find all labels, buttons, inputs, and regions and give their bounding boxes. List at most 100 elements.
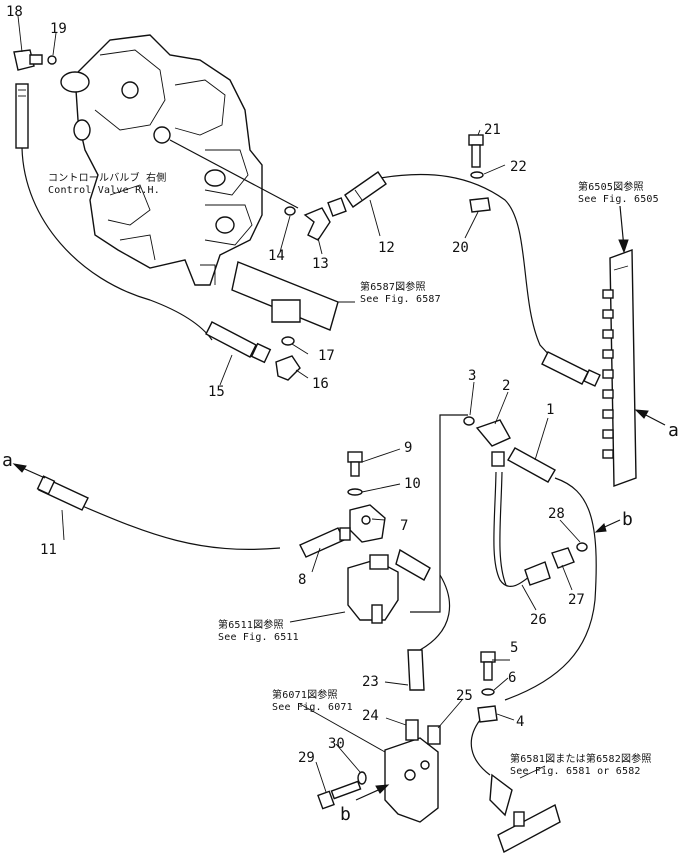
hose-12: [344, 171, 387, 208]
hose-line-23: [419, 574, 451, 651]
elbow-2: [475, 419, 511, 447]
part-number-27: 27: [568, 592, 585, 608]
washer-22: [470, 171, 484, 179]
fig-6505-block: [602, 249, 637, 487]
pipe-14: [169, 139, 299, 209]
part-number-2: 2: [502, 378, 510, 394]
tube-line-3: [410, 414, 468, 613]
arrow-b-right: [594, 519, 621, 533]
part-number-15: 15: [208, 384, 225, 400]
clamp-20: [469, 197, 491, 213]
fig6587-label-jp: 第6587図参照: [360, 280, 426, 293]
hose-fitting-6505: [541, 351, 601, 387]
oring-19: [47, 55, 57, 65]
fitting-24: [405, 719, 419, 741]
washer-6: [481, 688, 495, 696]
control-valve-label-en: Control Valve R.H.: [48, 185, 160, 196]
bolt-29: [317, 780, 362, 810]
fig6581-label-en: See Fig. 6581 or 6582: [510, 766, 641, 777]
part-number-5: 5: [510, 640, 518, 656]
fig-6587-plate: [231, 261, 355, 331]
oring-17: [281, 336, 295, 346]
fig6511-label-en: See Fig. 6511: [218, 632, 299, 643]
fig6071-label-en: See Fig. 6071: [272, 702, 353, 713]
fig6587-label-en: See Fig. 6587: [360, 294, 441, 305]
tube-line-4: [470, 719, 491, 776]
bolt-21: [468, 134, 484, 168]
part-number-10: 10: [404, 476, 421, 492]
hose-fitting-18-tube: [15, 83, 29, 149]
fig6505-label-en: See Fig. 6505: [578, 194, 659, 205]
part-number-7: 7: [400, 518, 408, 534]
control-valve-rh: [60, 34, 263, 286]
part-number-28: 28: [548, 506, 565, 522]
part-number-24: 24: [362, 708, 379, 724]
part-number-12: 12: [378, 240, 395, 256]
letter-a-right: a: [668, 420, 679, 441]
hose-end-26: [524, 561, 551, 586]
letter-b-bottom: b: [340, 804, 351, 825]
part-number-16: 16: [312, 376, 329, 392]
tube-line-b: [504, 477, 597, 701]
oring-14: [284, 206, 296, 216]
hose-line-26: [493, 471, 536, 587]
arrow-b-bottom: [355, 784, 390, 801]
arrow-a-right: [634, 409, 666, 426]
fig-6581-pipe: [489, 773, 561, 854]
clamp-4: [477, 705, 498, 723]
part-number-4: 4: [516, 714, 524, 730]
part-number-23: 23: [362, 674, 379, 690]
part-number-13: 13: [312, 256, 329, 272]
fig-6511-valve: [347, 548, 431, 624]
part-number-22: 22: [510, 159, 527, 175]
fitting-25: [427, 725, 441, 745]
arrow-a-left: [12, 463, 46, 479]
washer-10: [347, 488, 363, 496]
hose-line-26b: [499, 471, 507, 586]
part-number-30: 30: [328, 736, 345, 752]
hose-8: [299, 527, 351, 558]
part-number-14: 14: [268, 248, 285, 264]
part-number-25: 25: [456, 688, 473, 704]
part-number-19: 19: [50, 21, 67, 37]
part-number-18: 18: [6, 4, 23, 20]
elbow-18: [13, 49, 43, 71]
hose-1: [491, 447, 556, 483]
arrow-6505: [618, 205, 629, 254]
fig6511-label-jp: 第6511図参照: [218, 618, 284, 631]
part-number-8: 8: [298, 572, 306, 588]
part-number-9: 9: [404, 440, 412, 456]
part-number-6: 6: [508, 670, 516, 686]
fig6581-label-jp: 第6581図または第6582図参照: [510, 752, 652, 765]
part-number-17: 17: [318, 348, 335, 364]
oring-3: [463, 416, 475, 426]
bolt-9: [347, 451, 363, 477]
part-number-21: 21: [484, 122, 501, 138]
letter-b-right: b: [622, 509, 633, 530]
part-number-11: 11: [40, 542, 57, 558]
control-valve-label-jp: コントロールバルブ 右側: [48, 171, 166, 184]
part-number-20: 20: [452, 240, 469, 256]
hose-15: [205, 321, 272, 364]
part-number-3: 3: [468, 368, 476, 384]
part-number-26: 26: [530, 612, 547, 628]
fig-6505-ports: [602, 289, 614, 459]
hose-line-15: [21, 147, 213, 341]
washer-30: [357, 771, 367, 785]
fig6505-label-jp: 第6505図参照: [578, 180, 644, 193]
fig6071-label-jp: 第6071図参照: [272, 688, 338, 701]
block-7: [349, 504, 386, 543]
elbow-16: [275, 355, 301, 381]
bolt-5: [480, 651, 496, 681]
part-number-1: 1: [546, 402, 554, 418]
hose-11: [36, 475, 89, 511]
oring-28: [576, 542, 588, 552]
part-number-29: 29: [298, 750, 315, 766]
elbow-13: [303, 197, 347, 241]
fig-6071-block: [384, 737, 439, 823]
adapter-27: [551, 547, 575, 569]
hose-line-11: [79, 504, 281, 551]
leader-lines: [17, 15, 581, 793]
hose-23: [407, 649, 425, 691]
